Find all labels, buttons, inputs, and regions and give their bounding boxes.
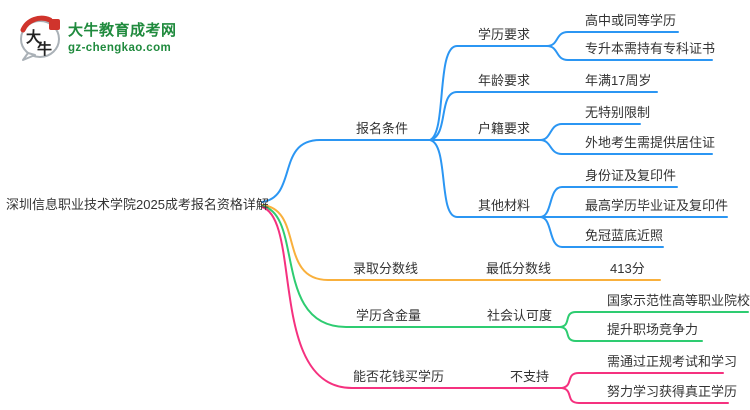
site-name: 大牛教育成考网 xyxy=(68,22,177,39)
logo-char-da: 大 xyxy=(26,28,41,46)
site-url: gz-chengkao.com xyxy=(68,42,172,54)
connector-notsupported-to-study xyxy=(561,387,729,404)
leaf-career-competitiveness: 提升职场竞争力 xyxy=(607,322,699,337)
leaf-no-special-limit: 无特别限制 xyxy=(585,105,651,120)
logo-red-arc xyxy=(20,15,53,33)
connector-root-to-value xyxy=(261,205,561,328)
node-social-recognition: 社会认可度 xyxy=(487,308,553,323)
leaf-college-cert-required: 专升本需持有专科证书 xyxy=(585,41,716,56)
leaf-earn-real-degree: 努力学习获得真正学历 xyxy=(607,384,738,399)
connector-registration-to-education xyxy=(429,45,548,141)
leaf-blue-photo: 免冠蓝底近照 xyxy=(585,228,664,243)
connector-recognition-to-career xyxy=(559,326,703,342)
node-age-requirement: 年龄要求 xyxy=(478,73,531,88)
connector-recognition-to-model xyxy=(559,311,749,328)
node-education-requirement: 学历要求 xyxy=(478,27,531,42)
connector-education-to-collegecert xyxy=(546,45,713,61)
connector-root-to-buydegree xyxy=(261,206,563,389)
branch-buy-degree: 能否花钱买学历 xyxy=(353,369,445,384)
leaf-highschool-equivalent: 高中或同等学历 xyxy=(585,13,677,28)
connector-materials-to-photo xyxy=(539,216,664,248)
leaf-age-17: 年满17周岁 xyxy=(585,73,652,88)
branch-admission-score: 录取分数线 xyxy=(353,261,419,276)
connector-root-to-score xyxy=(261,204,661,281)
leaf-diploma-copy: 最高学历毕业证及复印件 xyxy=(585,198,729,213)
leaf-id-copy: 身份证及复印件 xyxy=(585,168,677,183)
logo-char-niu: 牛 xyxy=(37,40,52,58)
node-not-supported: 不支持 xyxy=(510,369,550,384)
connector-registration-to-materials xyxy=(429,139,541,218)
connector-root-to-registration xyxy=(261,139,431,203)
connector-materials-to-idcopy xyxy=(539,186,678,218)
connector-notsupported-to-exam xyxy=(561,372,724,389)
leaf-score-413: 413分 xyxy=(610,261,645,276)
node-residency-requirement: 户籍要求 xyxy=(478,121,531,136)
speech-bubble-tail xyxy=(22,52,36,61)
connector-residency-to-permit xyxy=(539,139,713,155)
branch-degree-value: 学历含金量 xyxy=(356,308,422,323)
leaf-residence-permit: 外地考生需提供居住证 xyxy=(585,135,716,150)
node-min-score: 最低分数线 xyxy=(486,261,552,276)
leaf-formal-exam-study: 需通过正规考试和学习 xyxy=(607,354,738,369)
node-root: 深圳信息职业技术学院2025成考报名资格详解 xyxy=(6,197,269,212)
daniu-logo-icon: 大 牛 xyxy=(20,15,60,61)
connector-registration-to-age xyxy=(429,91,658,141)
logo-red-seal xyxy=(49,19,60,30)
leaf-national-model-college: 国家示范性高等职业院校 xyxy=(607,293,750,308)
site-logo[interactable]: 大 牛 大牛教育成考网 gz-chengkao.com xyxy=(18,14,177,62)
node-other-materials: 其他材料 xyxy=(478,198,531,213)
branch-registration-conditions: 报名条件 xyxy=(356,121,409,136)
